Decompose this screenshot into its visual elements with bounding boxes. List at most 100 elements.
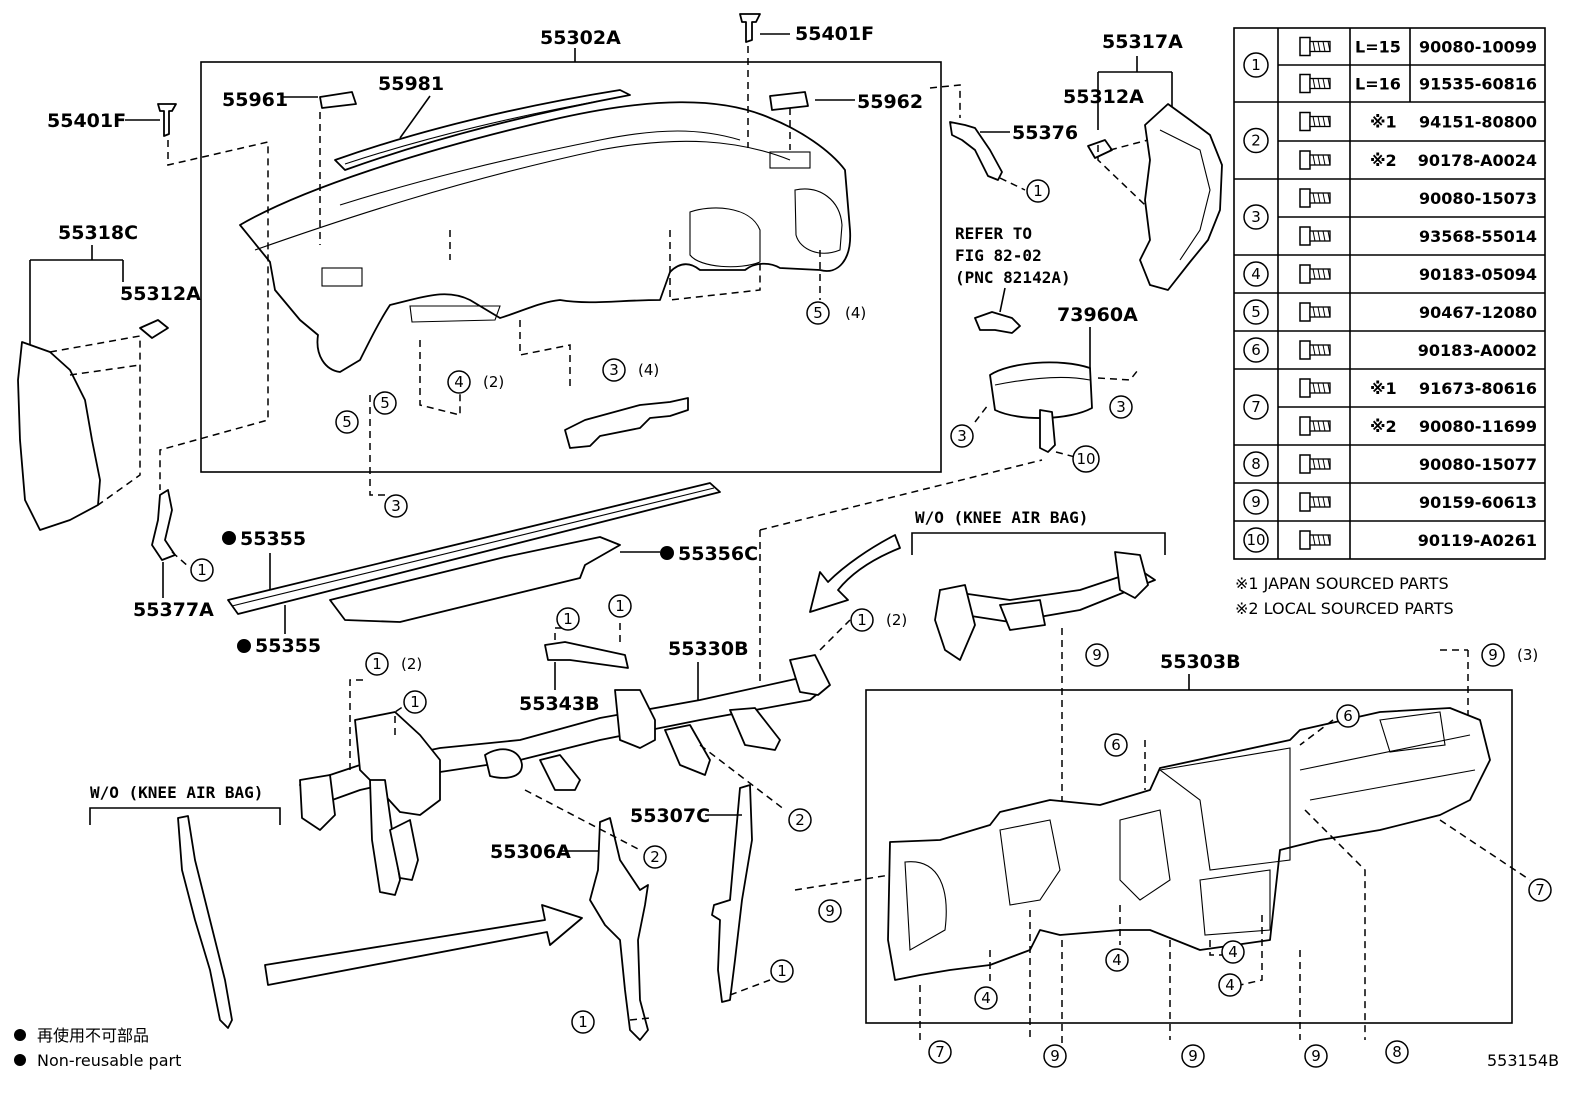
svg-text:4: 4 xyxy=(981,989,991,1007)
connector-82142A xyxy=(974,311,1021,334)
callout-4-box-c: 4 xyxy=(1218,973,1242,997)
legend-jp: 再使用不可部品 xyxy=(37,1026,149,1045)
table-part-number: 91673-80616 xyxy=(1419,379,1537,398)
label-55330B: 55330B xyxy=(668,638,749,660)
clip-55401F-left xyxy=(157,103,177,137)
table-callout-num: 1 xyxy=(1251,56,1261,74)
label-55312A-left: 55312A xyxy=(120,283,201,305)
table-part-number: 90080-10099 xyxy=(1419,38,1537,57)
svg-text:3: 3 xyxy=(957,427,967,445)
callout-9-box-right-top: 9(3) xyxy=(1481,643,1538,667)
fastener-icon xyxy=(1299,378,1331,398)
table-callout-num: 6 xyxy=(1251,341,1261,359)
table-part-number: 90080-11699 xyxy=(1419,417,1537,436)
svg-text:5: 5 xyxy=(342,413,352,431)
svg-text:9: 9 xyxy=(1188,1047,1198,1065)
table-source-mark: ※1 xyxy=(1370,113,1397,132)
table-callout-1 xyxy=(1243,52,1269,78)
svg-text:1: 1 xyxy=(410,693,420,711)
table-callout-7 xyxy=(1243,394,1269,420)
direction-arrow-upper xyxy=(809,534,901,613)
table-callout-num: 4 xyxy=(1251,265,1261,283)
note-japan-sourced: ※1 JAPAN SOURCED PARTS xyxy=(1235,574,1449,593)
knee-airbag-73960A xyxy=(989,361,1093,419)
callout-3-airbag-right: 3 xyxy=(1109,395,1133,419)
svg-text:3: 3 xyxy=(391,497,401,515)
brace-55306A xyxy=(589,817,649,1041)
callout-5-panel-a: 5 xyxy=(373,391,397,415)
label-55303B: 55303B xyxy=(1160,651,1241,673)
seal-55355 xyxy=(227,482,721,615)
label-55376: 55376 xyxy=(1012,122,1078,144)
callout-5-panel-b: 5 xyxy=(335,410,359,434)
label-55302A: 55302A xyxy=(540,27,621,49)
instrument-panel-group-box xyxy=(200,61,942,473)
clip-55312A-right xyxy=(1087,139,1113,159)
refer-line-2: FIG 82-02 xyxy=(955,246,1042,265)
table-part-number: 90159-60613 xyxy=(1419,493,1537,512)
direction-arrow-lower xyxy=(264,904,583,986)
callout-7-box-bottom: 7 xyxy=(928,1040,952,1064)
callout-4-box-d: 4 xyxy=(974,986,998,1010)
brace-55343B xyxy=(544,641,629,669)
table-source-mark: ※2 xyxy=(1370,417,1397,436)
callout-8-box-bottom: 8 xyxy=(1385,1040,1409,1064)
svg-text:9: 9 xyxy=(1092,646,1102,664)
table-part-number: 91535-60816 xyxy=(1419,75,1537,94)
pad-55356C xyxy=(329,536,621,623)
table-callout-4 xyxy=(1243,261,1269,287)
bracket-55377A xyxy=(151,489,176,561)
label-55356C: 55356C xyxy=(678,543,758,565)
callout-9-box-left: 9 xyxy=(818,899,842,923)
callout-1-55306A: 1 xyxy=(571,1010,595,1034)
svg-text:9: 9 xyxy=(825,902,835,920)
label-73960A: 73960A xyxy=(1057,304,1138,326)
callout-3-panel: 3(4) xyxy=(602,358,659,382)
table-source-mark: ※2 xyxy=(1370,151,1397,170)
label-55307C: 55307C xyxy=(630,805,710,827)
non-reusable-mark-55356C xyxy=(660,546,674,560)
brace-55307C xyxy=(711,784,753,1003)
callout-7-box-right: 7 xyxy=(1528,878,1552,902)
legend-dot-en xyxy=(14,1054,26,1066)
callout-1-55377A: 1 xyxy=(190,558,214,582)
table-part-number: 90183-A0002 xyxy=(1418,341,1537,360)
callout-1-reinf-right: 1(2) xyxy=(850,608,907,632)
svg-text:(2): (2) xyxy=(483,373,504,391)
table-part-number: 90080-15077 xyxy=(1419,455,1537,474)
label-55962: 55962 xyxy=(857,91,923,113)
fastener-icon xyxy=(1299,188,1331,208)
fastener-icon xyxy=(1299,226,1331,246)
svg-text:4: 4 xyxy=(454,373,464,391)
svg-text:1: 1 xyxy=(578,1013,588,1031)
fastener-icon xyxy=(1299,264,1331,284)
side-defroster-55962 xyxy=(769,91,809,111)
center-bracket xyxy=(564,397,689,449)
table-callout-num: 3 xyxy=(1251,208,1261,226)
callout-9-box-bottom-a: 9 xyxy=(1043,1044,1067,1068)
table-part-number: 90119-A0261 xyxy=(1418,531,1537,550)
callout-4-box-a: 4 xyxy=(1105,948,1129,972)
brace-no-knee-airbag xyxy=(177,815,233,1029)
label-55343B: 55343B xyxy=(519,693,600,715)
callout-1-55343B-right: 1 xyxy=(608,594,632,618)
svg-text:9: 9 xyxy=(1488,646,1498,664)
svg-text:7: 7 xyxy=(935,1043,945,1061)
side-cover-55317A xyxy=(1139,103,1223,291)
instrument-panel-55302A xyxy=(239,101,851,373)
table-length: L=15 xyxy=(1355,38,1401,57)
table-part-number: 94151-80800 xyxy=(1419,113,1537,132)
note-local-sourced: ※2 LOCAL SOURCED PARTS xyxy=(1235,599,1454,618)
table-callout-num: 7 xyxy=(1251,398,1261,416)
label-55961: 55961 xyxy=(222,89,288,111)
svg-text:3: 3 xyxy=(1116,398,1126,416)
svg-text:5: 5 xyxy=(813,304,823,322)
table-callout-num: 10 xyxy=(1246,531,1265,549)
clip-55312A-left xyxy=(139,319,169,339)
svg-text:(2): (2) xyxy=(401,655,422,673)
callout-6-box-b: 6 xyxy=(1336,704,1360,728)
svg-text:(2): (2) xyxy=(886,611,907,629)
label-55355-top: 55355 xyxy=(240,528,306,550)
